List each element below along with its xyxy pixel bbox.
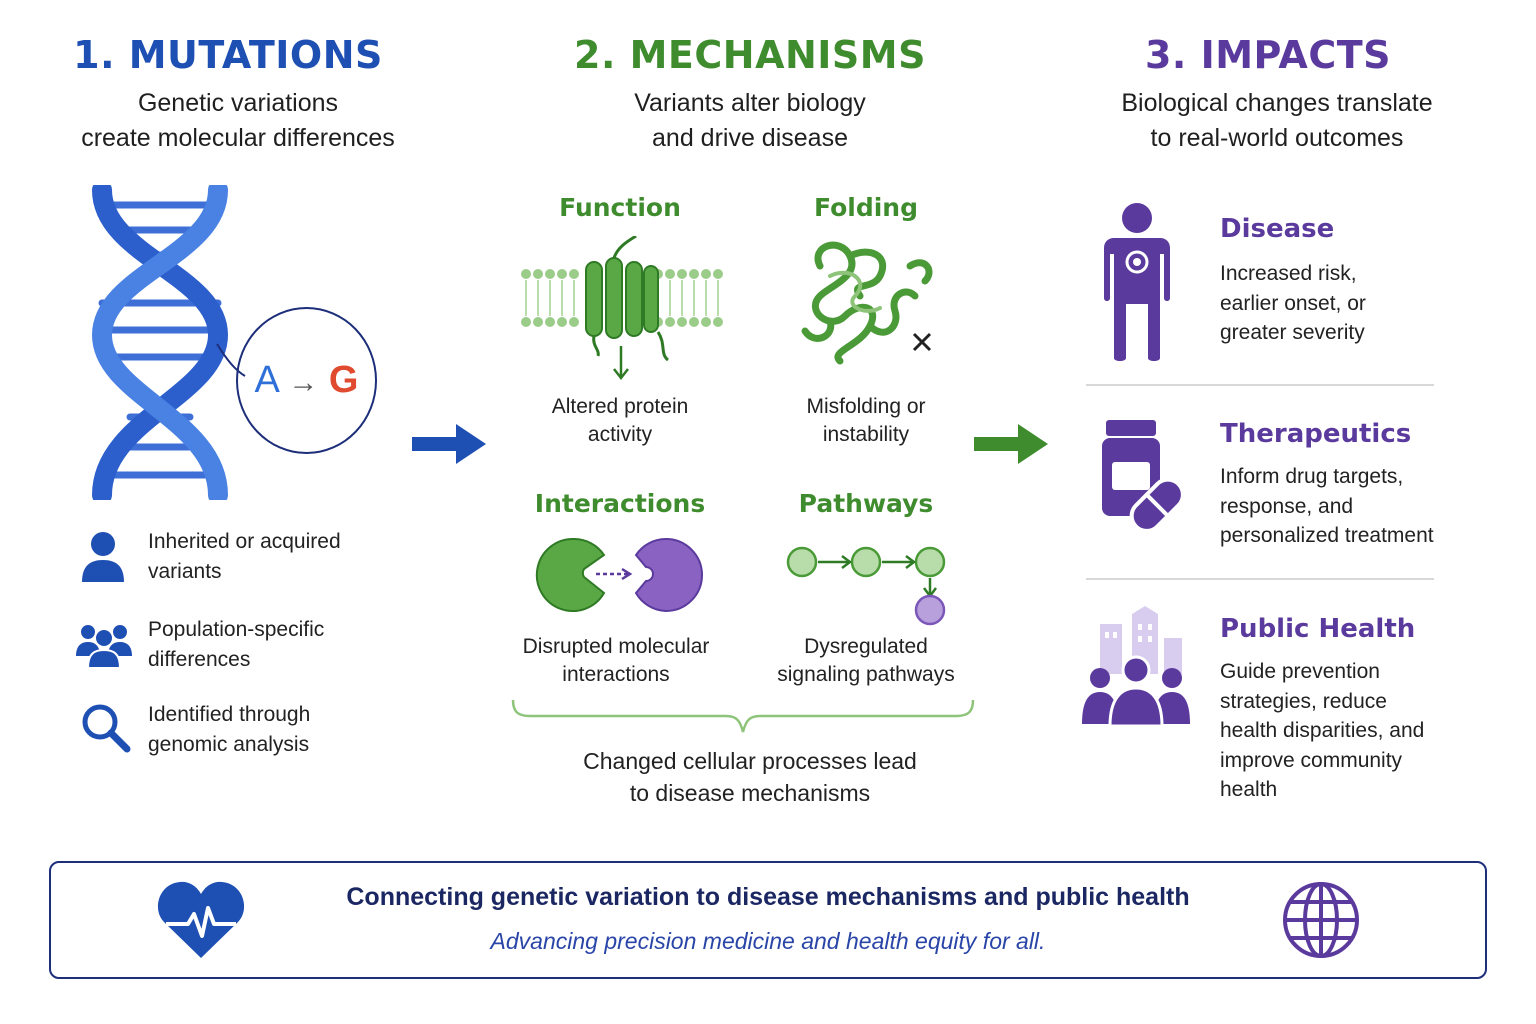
mechanism-function-caption: Altered protein activity [500,393,740,449]
impact-public-health-line1: Guide prevention [1220,660,1380,683]
heart-pulse-icon [157,881,245,958]
mechanism-function-line1: Altered protein [551,395,689,418]
impact-disease-line3: greater severity [1220,321,1365,344]
impact-disease-title: Disease [1220,214,1335,244]
impact-disease-line2: earlier onset, or [1220,291,1366,315]
impacts-title: 3. IMPACTS [1144,33,1391,77]
footer-subtitle: Advancing precision medicine and health … [490,928,1046,954]
impact-public-health-line2: strategies, reduce [1220,689,1387,713]
impacts-subtitle-line1: Biological changes translate [1121,89,1433,117]
impact-therapeutics-title: Therapeutics [1220,419,1412,449]
impact-divider [1086,578,1434,580]
impact-public-health-line5: health [1220,778,1278,801]
bullet-inherited-line2: variants [148,560,222,583]
impact-disease-line1: Increased risk, [1220,262,1357,285]
mechanism-interactions-caption: Disrupted molecular interactions [496,633,736,689]
mechanisms-summary-line2: to disease mechanisms [629,780,871,806]
bullet-identified-line1: Identified through [148,703,311,726]
allele-from: A [254,359,278,401]
community-icon [1082,606,1190,728]
impacts-subtitle: Biological changes translate to real-wor… [1077,86,1477,156]
arrow-right-icon: → [288,366,319,399]
impact-public-health-text: Guide prevention strategies, reduce heal… [1220,657,1500,805]
globe-icon [1283,882,1359,958]
impact-disease-text: Increased risk, earlier onset, or greate… [1220,259,1480,348]
bullet-identified: Identified through genomic analysis [148,700,408,760]
membrane-protein-icon [521,236,723,381]
mutations-subtitle: Genetic variations create molecular diff… [38,86,438,156]
allele-to: G [328,359,359,401]
mechanisms-title: 2. MECHANISMS [574,33,926,77]
arrow-right-icon [974,424,1048,464]
mechanism-function-title: Function [559,193,681,222]
impact-therapeutics-line2: response, and [1220,494,1354,518]
mechanism-interactions-line2: interactions [562,663,670,686]
impact-therapeutics-text: Inform drug targets, response, and perso… [1220,462,1500,551]
mechanisms-subtitle-line1: Variants alter biology [634,89,866,117]
mechanisms-subtitle: Variants alter biology and drive disease [550,86,950,156]
mechanism-folding-title: Folding [814,193,918,222]
mechanism-pathways-caption: Dysregulated signaling pathways [746,633,986,689]
impact-public-health-line3: health disparities, and [1220,719,1425,742]
footer-title: Connecting genetic variation to disease … [346,883,1190,911]
bullet-population: Population-specific differences [148,615,408,675]
mechanism-function-line2: activity [587,423,653,446]
substitution-circle [236,307,377,454]
misfolded-protein-icon [801,241,933,365]
bullet-inherited: Inherited or acquired variants [148,527,408,587]
impacts-subtitle-line2: to real-world outcomes [1150,124,1404,152]
substitution-label: A → G [236,358,377,405]
impact-divider [1086,384,1434,386]
impact-therapeutics-line1: Inform drug targets, [1220,465,1404,488]
mechanism-pathways-title: Pathways [798,489,934,518]
footer-banner [49,861,1487,979]
signaling-pathway-icon [786,546,946,626]
molecular-interaction-icon [535,537,703,613]
mechanisms-summary-line1: Changed cellular processes lead [583,748,917,774]
dna-helix-icon [91,185,229,500]
mechanisms-subtitle-line2: and drive disease [652,124,848,152]
mechanism-folding-line2: instability [822,423,910,446]
mechanism-pathways-line1: Dysregulated [804,635,928,658]
mechanism-folding-caption: Misfolding or instability [746,393,986,449]
pill-bottle-icon [1102,420,1185,533]
group-icon [76,625,132,668]
mechanism-folding-line1: Misfolding or [806,395,926,418]
mutations-title: 1. MUTATIONS [73,33,383,77]
arrow-right-icon [412,424,486,464]
mechanism-interactions-title: Interactions [534,489,706,518]
bullet-inherited-line1: Inherited or acquired [148,530,341,553]
person-body-icon [1104,203,1170,361]
mechanism-interactions-line1: Disrupted molecular [522,635,710,658]
impact-public-health-line4: improve community [1220,748,1403,772]
mechanisms-summary: Changed cellular processes lead to disea… [500,745,1000,809]
bullet-identified-line2: genomic analysis [148,733,310,756]
impact-public-health-title: Public Health [1220,614,1416,644]
search-icon [82,704,131,753]
bullet-population-line2: differences [148,648,251,671]
person-icon [82,532,124,582]
grouping-brace [511,699,975,733]
mutations-subtitle-line1: Genetic variations [137,89,339,117]
mutations-subtitle-line2: create molecular differences [81,124,395,152]
impact-therapeutics-line3: personalized treatment [1220,524,1434,547]
mechanism-pathways-line2: signaling pathways [777,663,955,686]
bullet-population-line1: Population-specific [148,618,325,641]
